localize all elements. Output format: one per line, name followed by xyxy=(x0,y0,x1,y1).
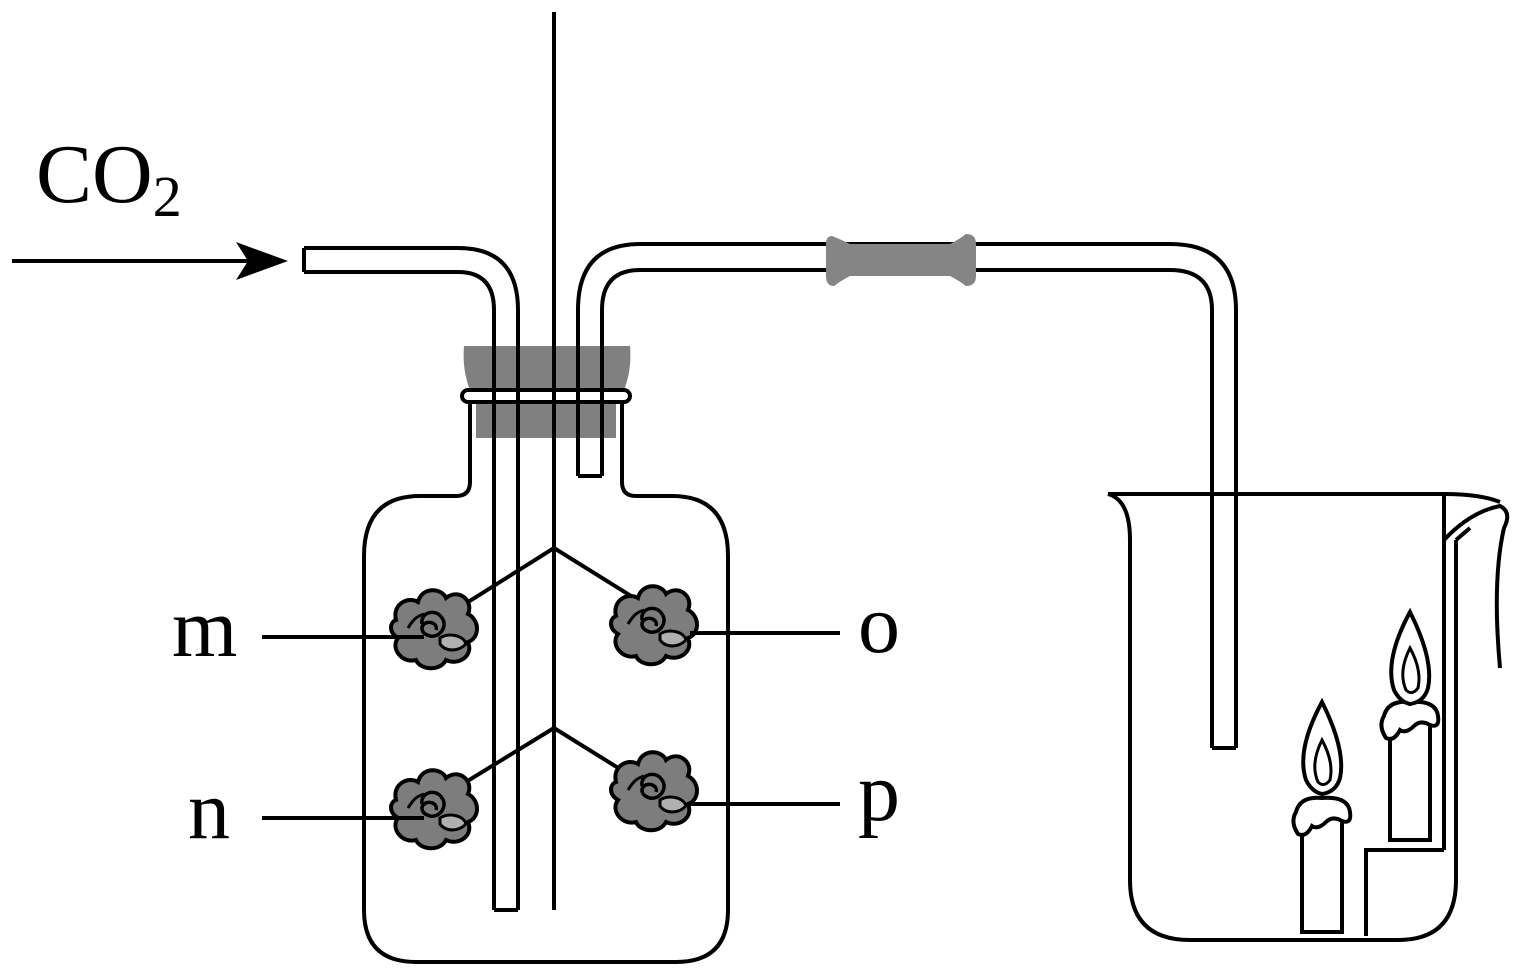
beaker xyxy=(1107,492,1510,942)
co2-inlet-arrow xyxy=(12,242,288,280)
gas-label-subscript: 2 xyxy=(153,164,182,229)
rubber-stopper xyxy=(460,346,632,440)
flower-m xyxy=(389,588,479,671)
gas-bottle xyxy=(362,402,730,964)
high-candle xyxy=(1379,607,1441,842)
candle-step xyxy=(1364,848,1444,936)
label-o: o xyxy=(858,578,900,671)
inlet-glass-tube xyxy=(302,246,520,912)
flower-n xyxy=(389,768,479,851)
label-n: n xyxy=(188,764,230,857)
gas-label-main: CO xyxy=(36,128,153,221)
flower-p xyxy=(609,750,699,833)
label-m: m xyxy=(172,582,237,675)
gas-label: CO2 xyxy=(36,128,182,229)
low-candle xyxy=(1291,697,1353,934)
flower-o xyxy=(609,584,699,667)
leader-lines xyxy=(262,631,840,820)
label-p: p xyxy=(858,746,900,839)
rubber-connector xyxy=(826,234,976,286)
